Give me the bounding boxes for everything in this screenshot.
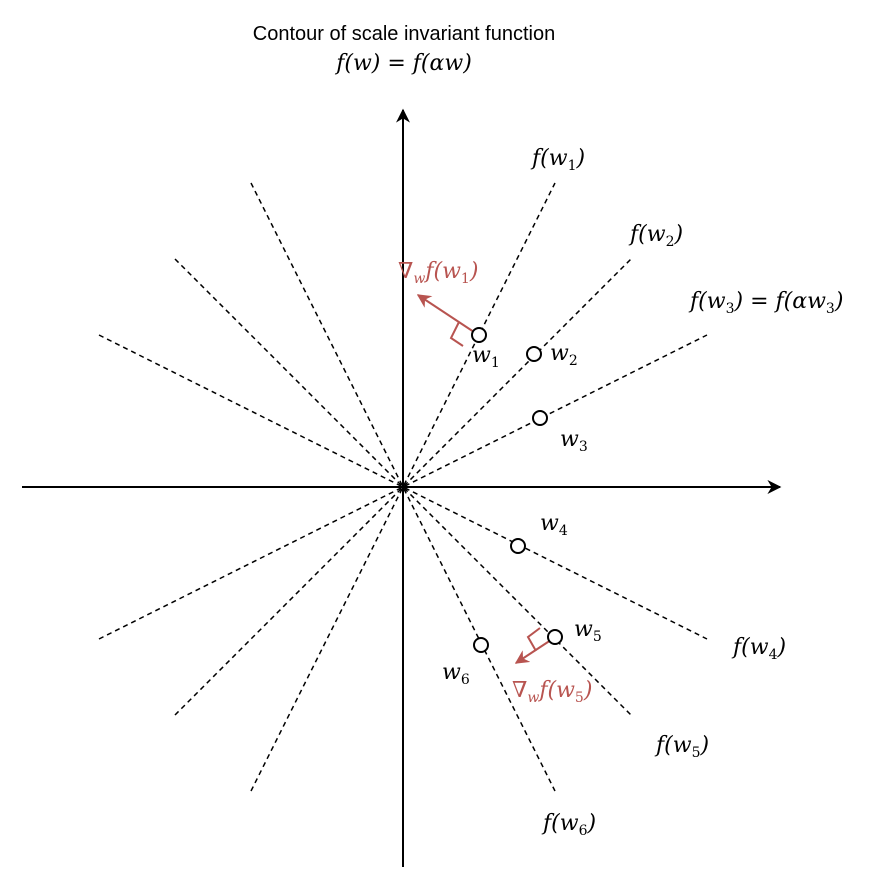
contour-label-f4: f(w4) [731,635,786,663]
right-angle-mark-w1 [449,321,464,347]
point-w3 [532,410,548,426]
point-w1 [471,327,487,343]
point-w6 [473,637,489,653]
contour-label-f5: f(w5) [654,733,709,761]
point-label-w5: w5 [574,617,602,645]
contour-label-f6: f(w6) [541,811,596,839]
point-w4 [510,538,526,554]
right-angle-mark-w5 [526,627,541,652]
gradient-w5 [514,627,555,664]
point-label-w3: w3 [560,427,588,455]
gradient-label-w5: ∇wf(w5) [512,678,592,706]
point-w5 [547,629,563,645]
point-label-w1: w1 [472,343,500,371]
gradient-w1 [416,294,478,347]
point-label-w2: w2 [550,341,578,369]
gradient-arrow-w1 [416,294,478,335]
contour-label-f3: f(w3) = f(αw3) [688,289,843,317]
contour-label-f1: f(w1) [530,146,585,174]
diagram-title: Contour of scale invariant function [253,23,555,45]
contour-label-f2: f(w2) [628,222,683,250]
point-label-w6: w6 [442,660,470,688]
point-label-w4: w4 [540,511,568,539]
point-w2 [526,346,542,362]
title-equation: f(w) = f(αw) [334,51,472,76]
gradient-label-w1: ∇wf(w1) [398,259,478,287]
